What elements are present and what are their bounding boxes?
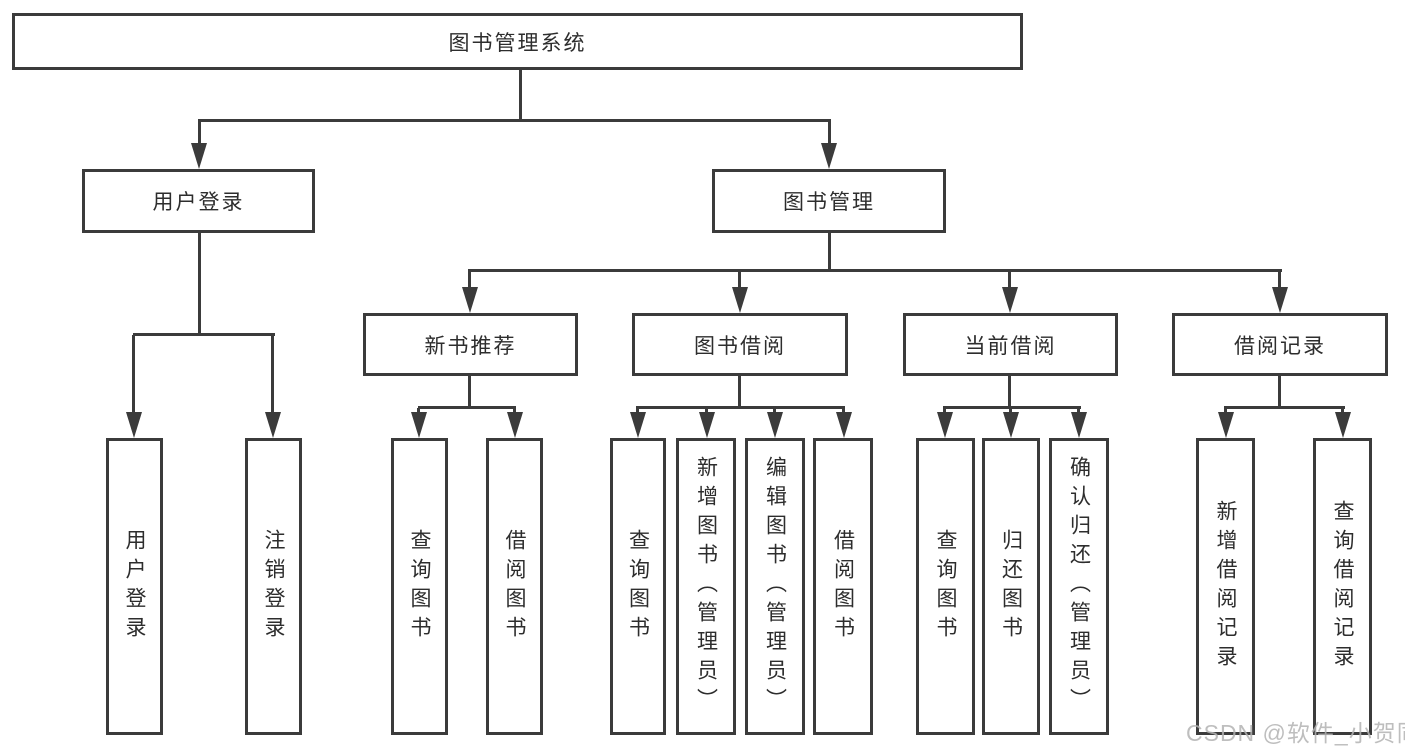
node-root-library-system: 图书管理系统 — [12, 13, 1023, 70]
arrow-down-icon — [126, 412, 142, 438]
arrow-down-icon — [411, 412, 427, 438]
leaf-current-query-books: 查询图书 — [916, 438, 975, 735]
connector-current-stem — [1008, 376, 1011, 408]
node-new-book-recommend: 新书推荐 — [363, 313, 578, 376]
arrow-down-icon — [1218, 412, 1234, 438]
connector-user-login-stem — [198, 233, 201, 336]
connector-shaft — [271, 335, 274, 414]
leaf-edit-books-admin-label: 编辑图书（管理员） — [763, 456, 787, 717]
leaf-add-books-admin: 新增图书（管理员） — [676, 438, 736, 735]
leaf-user-login-label: 用户登录 — [123, 528, 146, 645]
leaf-add-books-admin-label: 新增图书（管理员） — [694, 456, 718, 717]
leaf-add-borrow-record: 新增借阅记录 — [1196, 438, 1255, 735]
node-borrowing-records: 借阅记录 — [1172, 313, 1388, 376]
arrow-down-icon — [1003, 412, 1019, 438]
arrow-down-icon — [767, 412, 783, 438]
leaf-recommend-borrow-books-label: 借阅图书 — [503, 528, 526, 645]
leaf-borrowing-query-books: 查询图书 — [610, 438, 666, 735]
leaf-borrowing-borrow-books: 借阅图书 — [813, 438, 873, 735]
connector-level2-rail — [468, 269, 1282, 272]
arrow-down-icon — [1272, 287, 1288, 313]
leaf-return-books-label: 归还图书 — [999, 528, 1023, 645]
connector-recommend-rail — [418, 406, 516, 409]
leaf-recommend-query-books-label: 查询图书 — [408, 528, 431, 645]
connector-shaft — [1278, 271, 1281, 289]
leaf-recommend-query-books: 查询图书 — [391, 438, 448, 735]
arrow-down-icon — [507, 412, 523, 438]
leaf-borrowing-borrow-books-label: 借阅图书 — [831, 528, 855, 645]
leaf-borrowing-query-books-label: 查询图书 — [626, 528, 650, 645]
node-user-login-label: 用户登录 — [152, 191, 245, 214]
node-root-label: 图书管理系统 — [448, 31, 587, 55]
arrow-down-icon — [732, 287, 748, 313]
leaf-logout-label: 注销登录 — [262, 528, 285, 645]
arrow-down-icon — [821, 143, 837, 169]
connector-shaft — [738, 271, 741, 289]
connector-shaft — [468, 271, 471, 289]
leaf-logout: 注销登录 — [245, 438, 302, 735]
node-borrowing-records-label: 借阅记录 — [1234, 334, 1326, 358]
node-book-management-label: 图书管理 — [783, 191, 875, 214]
leaf-query-borrow-record-label: 查询借阅记录 — [1331, 499, 1354, 674]
connector-borrowing-stem — [738, 376, 741, 408]
arrow-down-icon — [836, 412, 852, 438]
connector-book-mgmt-stem — [828, 233, 831, 272]
connector-root-stem — [519, 70, 522, 121]
node-current-borrowing-label: 当前借阅 — [964, 334, 1057, 358]
connector-user-login-shaft — [198, 121, 201, 145]
node-user-login: 用户登录 — [82, 169, 315, 233]
node-book-borrowing: 图书借阅 — [632, 313, 848, 376]
csdn-watermark: CSDN @软件_小贺同学 — [1186, 720, 1405, 746]
arrow-down-icon — [1002, 287, 1018, 313]
node-current-borrowing: 当前借阅 — [903, 313, 1118, 376]
arrow-down-icon — [462, 287, 478, 313]
leaf-recommend-borrow-books: 借阅图书 — [486, 438, 543, 735]
node-new-book-recommend-label: 新书推荐 — [424, 334, 517, 358]
leaf-edit-books-admin: 编辑图书（管理员） — [745, 438, 805, 735]
connector-recommend-stem — [468, 376, 471, 408]
node-book-management: 图书管理 — [712, 169, 946, 233]
connector-book-mgmt-shaft — [828, 121, 831, 145]
arrow-down-icon — [1071, 412, 1087, 438]
leaf-add-borrow-record-label: 新增借阅记录 — [1214, 499, 1237, 674]
arrow-down-icon — [191, 143, 207, 169]
arrow-down-icon — [937, 412, 953, 438]
leaf-current-query-books-label: 查询图书 — [934, 528, 957, 645]
leaf-confirm-return-admin: 确认归还（管理员） — [1049, 438, 1109, 735]
connector-records-stem — [1278, 376, 1281, 408]
leaf-user-login: 用户登录 — [106, 438, 163, 735]
connector-records-rail — [1224, 406, 1345, 409]
connector-borrowing-rail — [636, 406, 845, 409]
connector-user-login-rail — [133, 333, 275, 336]
leaf-query-borrow-record: 查询借阅记录 — [1313, 438, 1372, 735]
node-book-borrowing-label: 图书借阅 — [694, 334, 786, 358]
leaf-return-books: 归还图书 — [982, 438, 1040, 735]
arrow-down-icon — [699, 412, 715, 438]
connector-shaft — [1008, 271, 1011, 289]
connector-shaft — [132, 335, 135, 414]
arrow-down-icon — [265, 412, 281, 438]
leaf-confirm-return-admin-label: 确认归还（管理员） — [1067, 456, 1091, 717]
arrow-down-icon — [630, 412, 646, 438]
connector-current-rail — [943, 406, 1081, 409]
arrow-down-icon — [1335, 412, 1351, 438]
connector-level1-rail — [198, 119, 831, 122]
